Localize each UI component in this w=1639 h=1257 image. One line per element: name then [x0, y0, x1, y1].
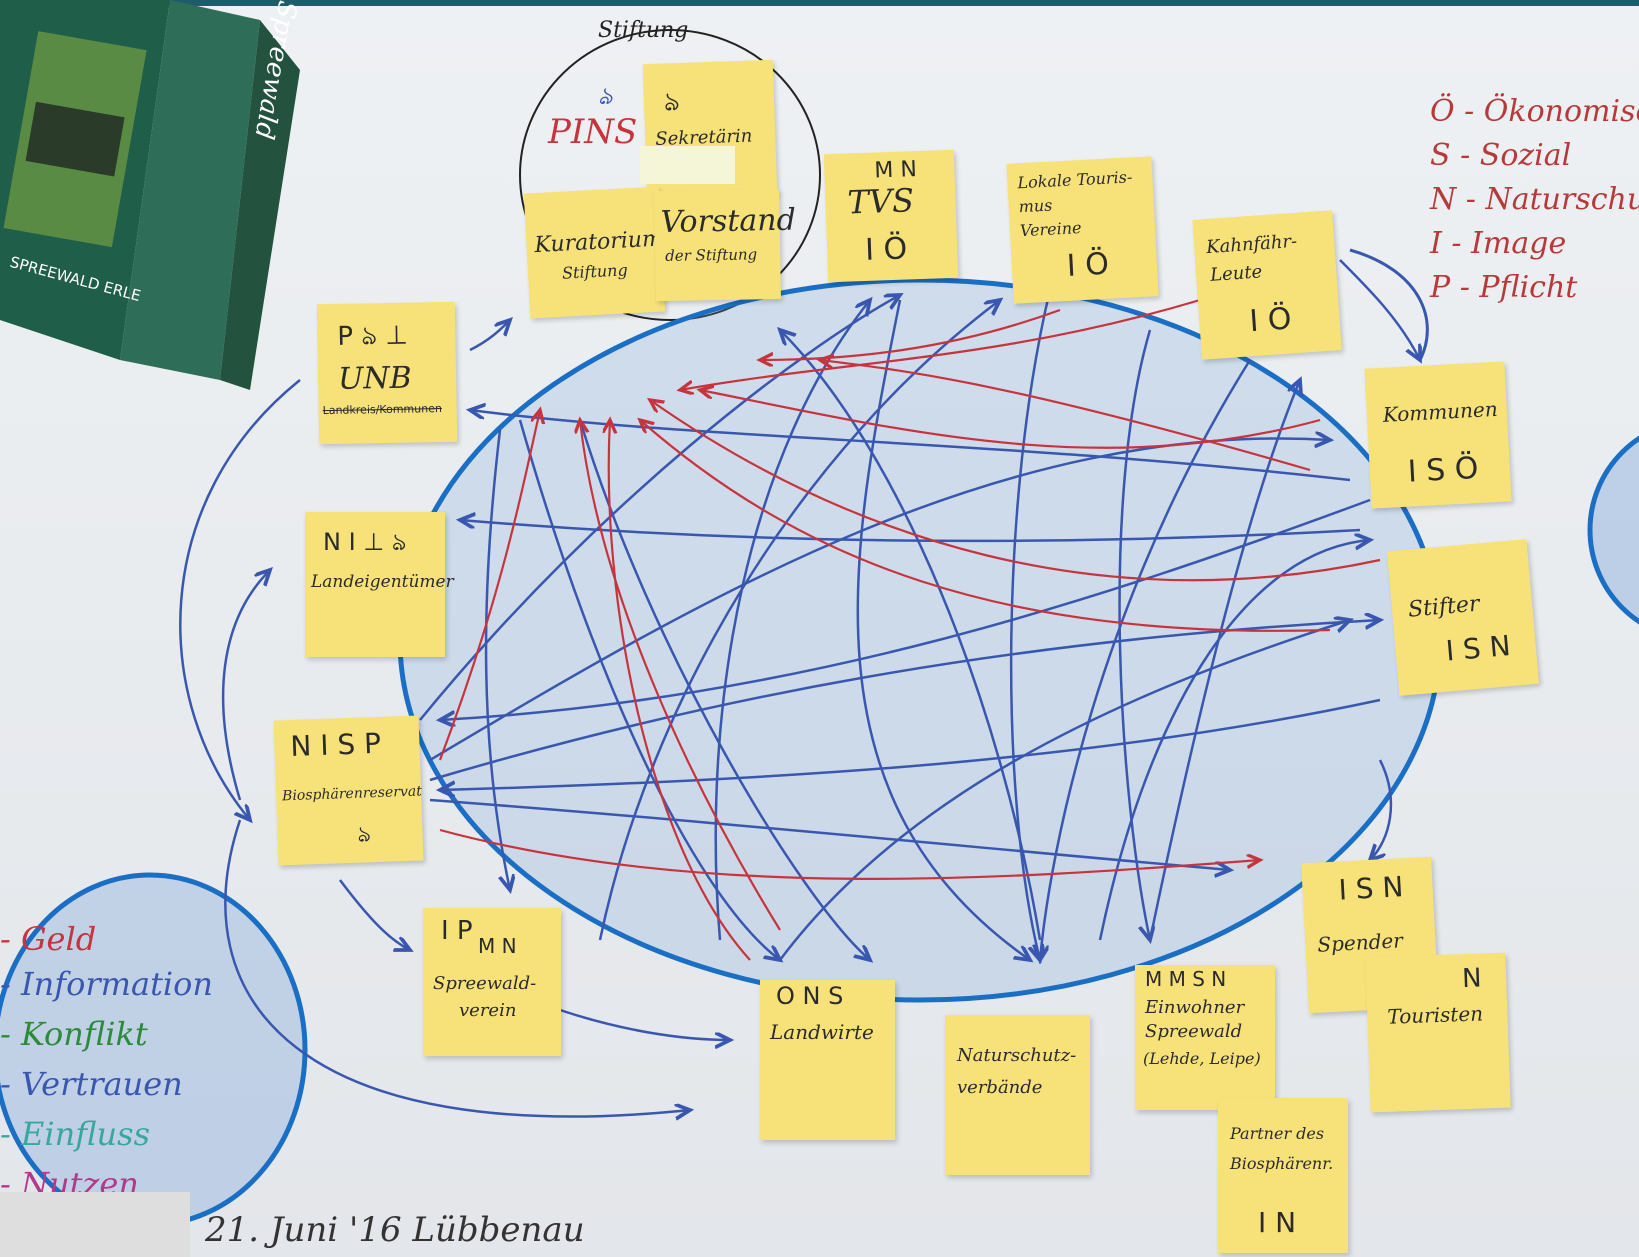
lokale-line2: mus	[1018, 195, 1053, 217]
note-tvs: M N TVS I Ö	[823, 149, 959, 283]
ip-marks: M N	[478, 934, 517, 958]
codes-legend: Ö - Ökonomisch S - Sozial N - Naturschut…	[1430, 90, 1639, 310]
spender-codes: I S N	[1337, 870, 1405, 907]
code-naturschutz: N - Naturschutz	[1430, 182, 1639, 217]
note-kahnfaehrleute: Kahnfähr- Leute I Ö	[1192, 210, 1342, 360]
einwohner-line2: Spreewald	[1145, 1021, 1243, 1042]
note-landwirte: O N S Landwirte	[760, 980, 895, 1140]
vorstand-line2: der Stiftung	[665, 245, 758, 265]
right-partial-circle	[1587, 435, 1639, 625]
partner-line2: Biosphärenr.	[1230, 1154, 1334, 1173]
code-oekonomisch: Ö - Ökonomisch	[1430, 94, 1639, 129]
kahnfaehr-line2: Leute	[1209, 261, 1263, 286]
stiftung-circle	[519, 29, 821, 321]
landeigen-codes: N I ⊥ ঌ	[323, 528, 407, 556]
unb-label: UNB	[337, 360, 412, 397]
spender-label: Spender	[1316, 928, 1404, 957]
nisp-label: Biosphärenreservat	[281, 783, 423, 805]
partner-line1: Partner des	[1230, 1124, 1325, 1143]
landeigen-label: Landeigentümer	[311, 572, 454, 592]
highlight-ellipse	[397, 277, 1443, 1003]
note-unb: P ঌ ⊥ UNB Landkreis/Kommunen	[316, 301, 458, 445]
kahnfaehr-code: I Ö	[1248, 301, 1293, 340]
nisp-mark: ঌ	[357, 822, 372, 848]
date-text: 21. Juni '16 Lübbenau	[205, 1210, 585, 1250]
note-einwohner: M M S N Einwohner Spreewald (Lehde, Leip…	[1135, 965, 1275, 1110]
landwirte-codes: O N S	[776, 982, 844, 1010]
kuratorium-line2: Stiftung	[561, 260, 629, 283]
ip-label2: verein	[459, 1000, 517, 1021]
kommunen-label: Kommunen	[1382, 396, 1499, 427]
partner-code: I N	[1258, 1206, 1297, 1239]
vorstand-line1: Vorstand	[660, 202, 797, 240]
kahnfaehr-line1: Kahnfähr-	[1205, 230, 1298, 259]
note-kuratorium: Kuratorium Stiftung	[523, 186, 666, 319]
einwohner-line1: Einwohner	[1145, 997, 1245, 1018]
unb-codes: P ঌ ⊥	[337, 320, 409, 352]
legend-konflikt: - Konflikt	[0, 1015, 148, 1053]
sekretaerin-mark: ঌ	[663, 87, 681, 118]
unb-sub: Landkreis/Kommunen	[322, 402, 442, 418]
corner-patch	[0, 1192, 190, 1257]
einwohner-line3: (Lehde, Leipe)	[1143, 1049, 1261, 1068]
stifter-code: I S N	[1444, 629, 1512, 668]
tvs-label: TVS	[846, 181, 915, 222]
pins-label: PINS	[548, 112, 638, 152]
edge-legend: - Geld - Information - Konflikt - Vertra…	[0, 870, 310, 1240]
einwohner-codes: M M S N	[1145, 967, 1227, 991]
stifter-label: Stifter	[1407, 591, 1481, 623]
kuratorium-line1: Kuratorium	[533, 226, 664, 259]
landwirte-label: Landwirte	[770, 1020, 874, 1044]
redaction-patch	[640, 146, 735, 184]
lokale-code: I Ö	[1065, 246, 1110, 284]
brochure-graphic	[0, 0, 300, 390]
code-sozial: S - Sozial	[1430, 138, 1572, 173]
top-border	[0, 0, 1639, 6]
note-lokale-tourismus: Lokale Touris- mus Vereine I Ö	[1006, 156, 1159, 304]
touristen-code: N	[1461, 963, 1483, 995]
nisp-codes: N I S P	[289, 726, 382, 763]
legend-vertrauen: - Vertrauen	[0, 1065, 183, 1103]
kahn-kommunen-arrow	[1349, 248, 1429, 361]
note-vorstand: Vorstand der Stiftung	[654, 188, 796, 302]
touristen-label: Touristen	[1387, 1001, 1484, 1029]
note-partner: Partner des Biosphärenr. I N	[1218, 1098, 1348, 1253]
code-pflicht: P - Pflicht	[1430, 270, 1578, 305]
naturschutz-line1: Naturschutz-	[957, 1045, 1077, 1066]
blue-arrows	[179, 259, 1420, 1117]
pins-mark: ঌ	[598, 82, 613, 110]
legend-information: - Information	[0, 965, 214, 1003]
tvs-top: M N	[873, 157, 918, 184]
note-biosphaerenreservat: N I S P Biosphärenreservat ঌ	[273, 715, 424, 866]
note-touristen: N Touristen	[1365, 952, 1511, 1113]
tvs-code: I Ö	[864, 231, 908, 268]
legend-einfluss: - Einfluss	[0, 1115, 150, 1153]
note-kommunen: Kommunen I S Ö	[1364, 361, 1512, 509]
note-spreewaldverein: I P M N Spreewald- verein	[423, 908, 561, 1056]
legend-geld: - Geld	[0, 920, 97, 958]
lokale-line1: Lokale Touris-	[1016, 167, 1133, 193]
code-image: I - Image	[1430, 226, 1567, 261]
naturschutz-line2: verbände	[957, 1077, 1043, 1098]
red-arrows	[438, 298, 1381, 961]
ip-label1: Spreewald-	[433, 973, 537, 994]
kommunen-code: I S Ö	[1406, 450, 1480, 490]
brochure: Spreewald SPREEWALD ERLE	[0, 0, 310, 400]
note-landeigentuemer: N I ⊥ ঌ Landeigentümer	[305, 512, 454, 657]
note-stifter: Stifter I S N	[1386, 539, 1540, 696]
ip-codes: I P	[441, 916, 473, 946]
note-naturschutzverbaende: Naturschutz- verbände	[945, 1015, 1090, 1175]
lokale-line3: Vereine	[1019, 218, 1082, 241]
